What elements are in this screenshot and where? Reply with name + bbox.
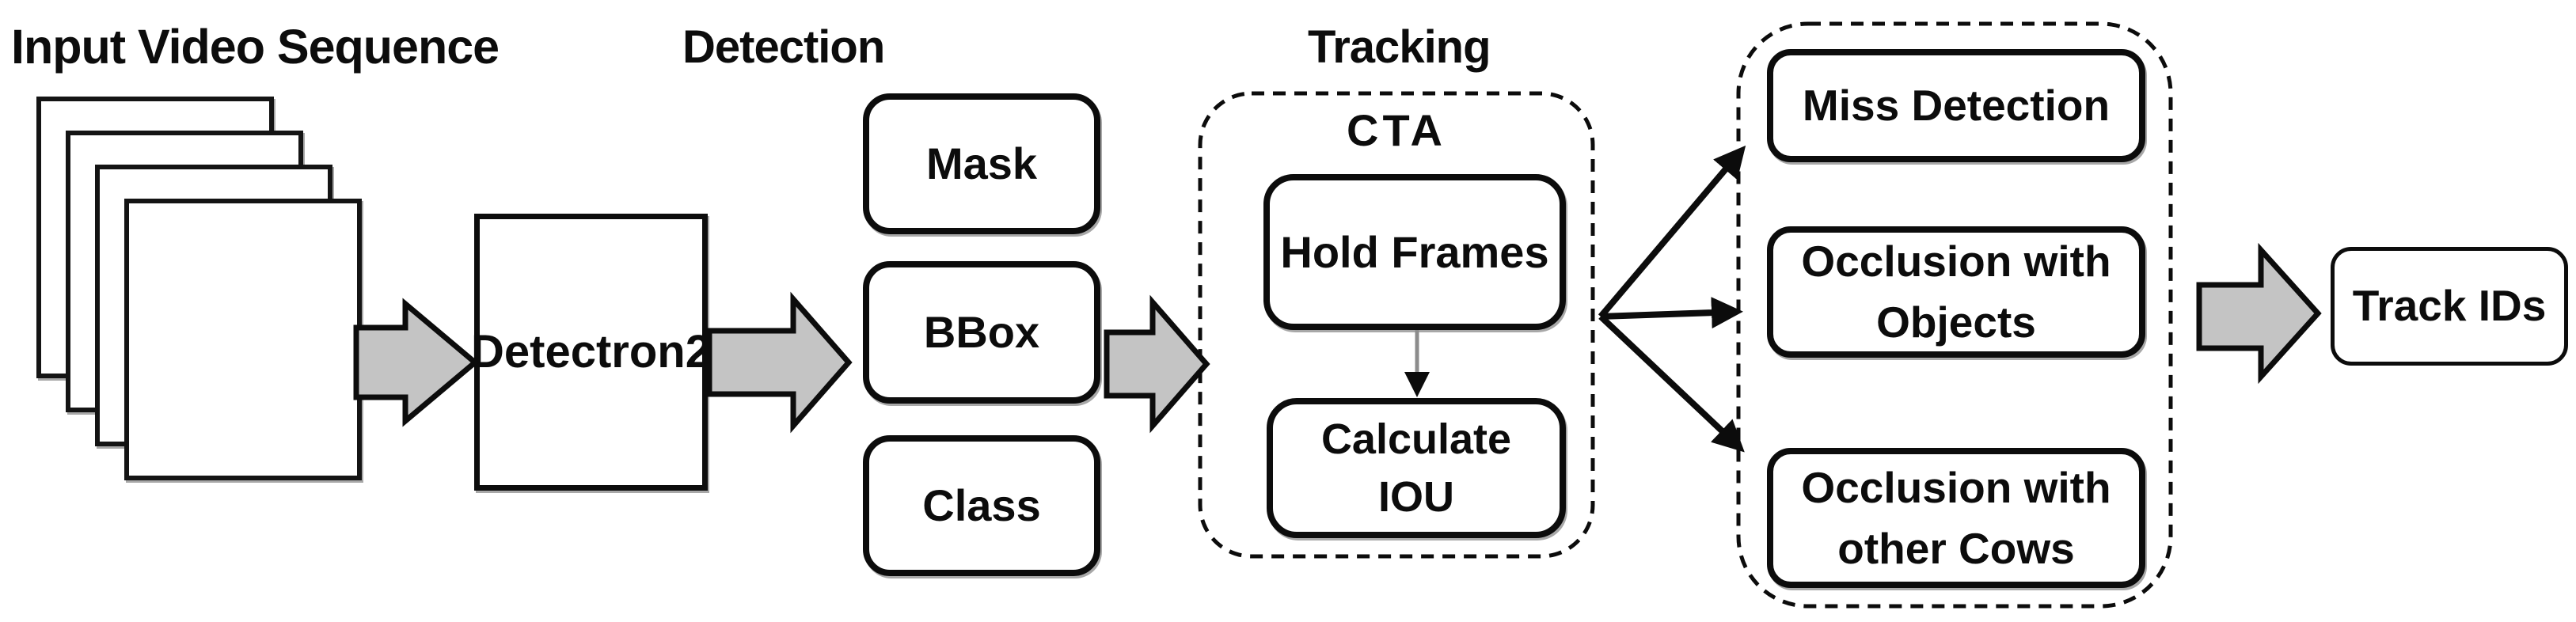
occlusion-objects-label-line1: Occlusion with (1801, 237, 2111, 286)
detection-title: Detection (682, 21, 885, 73)
miss-detection-label: Miss Detection (1802, 80, 2111, 130)
detectron2-box: Detectron2 (471, 214, 711, 491)
calculate-iou-label-line2: IOU (1377, 472, 1454, 521)
mask-label: Mask (925, 138, 1038, 189)
calculate-iou-box: Calculate IOU (1267, 398, 1566, 538)
hold-frames-box: Hold Frames (1263, 174, 1566, 330)
hold-frames-label: Hold Frames (1280, 226, 1549, 277)
occlusion-objects-label-line2: Objects (1876, 298, 2036, 347)
challenges-group-outline (1736, 21, 2173, 609)
track-ids-label: Track IDs (2352, 281, 2547, 331)
occlusion-cows-label-line2: other Cows (1837, 523, 2075, 573)
bbox-label: BBox (923, 307, 1040, 358)
input-video-sequence-title: Input Video Sequence (11, 20, 500, 74)
bbox-box: BBox (863, 261, 1100, 404)
tracking-title: Tracking (1308, 21, 1491, 73)
occlusion-with-objects-box: Occlusion with Objects (1767, 226, 2145, 358)
occlusion-cows-label-line1: Occlusion with (1801, 462, 2111, 512)
class-label: Class (922, 480, 1041, 531)
cta-group-label: CTA (1347, 105, 1446, 155)
occlusion-with-other-cows-box: Occlusion with other Cows (1767, 448, 2145, 588)
video-frame (124, 199, 362, 480)
track-ids-box: Track IDs (2331, 247, 2568, 366)
class-box: Class (863, 435, 1100, 576)
mask-box: Mask (863, 93, 1100, 234)
detectron2-label: Detectron2 (471, 325, 711, 377)
miss-detection-box: Miss Detection (1767, 49, 2145, 162)
calculate-iou-label-line1: Calculate (1320, 415, 1512, 463)
